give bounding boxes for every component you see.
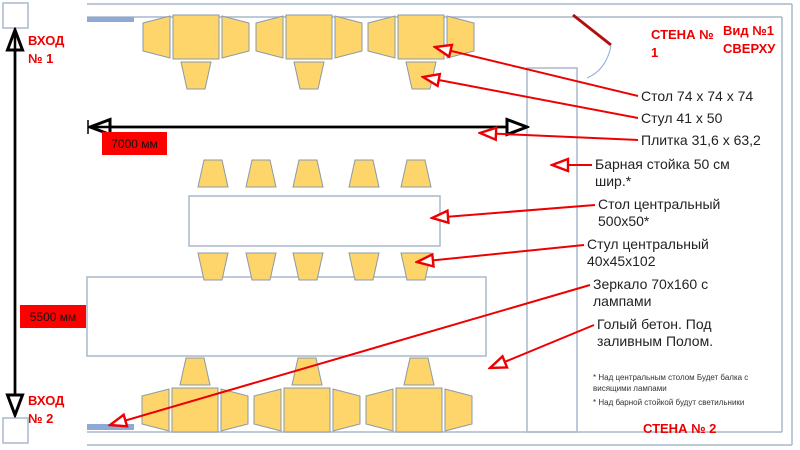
- chair: [400, 159, 432, 188]
- label-mirror: Зеркало 70х160 с лампами: [593, 276, 709, 309]
- arrow-mirror: [110, 284, 591, 425]
- chair: [348, 252, 380, 281]
- width-dimension-label: 7000 мм: [102, 132, 167, 155]
- chair: [334, 15, 363, 59]
- chair: [255, 15, 284, 59]
- height-dimension-label: 5500 мм: [20, 305, 86, 328]
- chair: [221, 15, 250, 59]
- label-concrete: Голый бетон. Под заливным Полом.: [597, 316, 714, 349]
- arrow-chair: [423, 77, 639, 119]
- chair: [332, 388, 361, 432]
- entrance-1-label: ВХОД № 1: [28, 33, 65, 66]
- label-table: Стол 74 х 74 х 74: [641, 88, 754, 104]
- wall-1-label: СТЕНА № 1: [651, 27, 714, 60]
- label-bar: Барная стойка 50 см шир.*: [595, 156, 730, 189]
- entrance-2-box: [2, 417, 29, 444]
- entrance-2-label: ВХОД № 2: [28, 393, 65, 426]
- label-tile: Плитка 31,6 х 63,2: [641, 132, 761, 148]
- central-table: [188, 195, 441, 247]
- label-chair: Стул 41 х 50: [641, 110, 723, 126]
- chair: [179, 357, 211, 386]
- note-bar: * Над барной стойкой будут светильники: [593, 398, 745, 407]
- table: [171, 387, 219, 433]
- chair: [367, 15, 396, 59]
- chair: [253, 388, 282, 432]
- label-central-table: Стол центральный 500х50*: [598, 196, 721, 229]
- door-leaf: [572, 13, 612, 47]
- furniture: [141, 14, 475, 433]
- arrow-central-chair: [417, 244, 585, 262]
- chair: [245, 159, 277, 188]
- chair: [180, 61, 212, 90]
- arrow-table: [435, 47, 639, 97]
- table: [283, 387, 331, 433]
- chair: [348, 159, 380, 188]
- chair: [245, 252, 277, 281]
- chair: [197, 252, 229, 281]
- table: [395, 387, 443, 433]
- chair: [220, 388, 249, 432]
- door-swing: [586, 45, 612, 79]
- callout-arrows: [110, 47, 639, 425]
- chair: [293, 61, 325, 90]
- table: [397, 14, 445, 60]
- arrow-concrete: [490, 324, 595, 368]
- chair: [292, 159, 324, 188]
- chair: [197, 159, 229, 188]
- chair: [142, 15, 171, 59]
- label-central-chair: Стул центральный 40х45х102: [587, 236, 709, 269]
- chair: [365, 388, 394, 432]
- table: [172, 14, 220, 60]
- chair: [405, 61, 437, 90]
- arrow-tile: [480, 133, 639, 140]
- view-label: Вид №1 СВЕРХУ: [723, 23, 776, 56]
- mirror-zone: [86, 276, 487, 357]
- wall-2-label: СТЕНА № 2: [643, 421, 717, 436]
- table: [285, 14, 333, 60]
- chair: [292, 252, 324, 281]
- chair: [400, 252, 432, 281]
- chair: [444, 388, 473, 432]
- entrance-1-box: [2, 2, 29, 29]
- arrow-central-table: [432, 204, 596, 218]
- chair: [403, 357, 435, 386]
- note-central-table: * Над центральным столом Будет балка с в…: [593, 373, 749, 393]
- mirror-top: [87, 17, 134, 22]
